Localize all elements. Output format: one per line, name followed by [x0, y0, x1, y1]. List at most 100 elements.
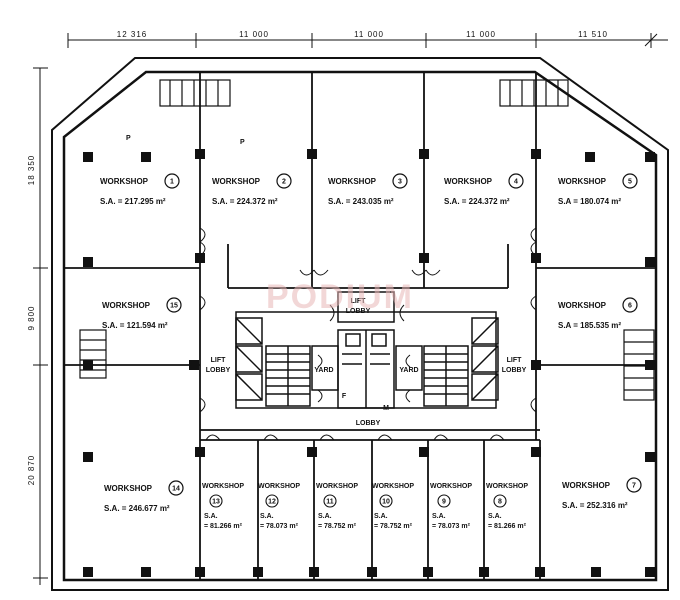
workshop-name: WORKSHOP	[316, 483, 358, 490]
workshop-number-circle	[168, 480, 184, 496]
column	[195, 253, 205, 263]
column	[531, 149, 541, 159]
workshop-number: 14	[172, 486, 180, 493]
column	[591, 567, 601, 577]
workshop-number: 3	[398, 179, 402, 186]
parking-mark-2: P	[240, 139, 245, 146]
workshop-number-circle	[323, 494, 337, 508]
workshop-8: WORKSHOP 8S.A. = 81.266 m²	[486, 483, 528, 530]
outer-walls	[51, 57, 669, 591]
column	[307, 149, 317, 159]
workshop-name: WORKSHOP	[100, 177, 149, 186]
workshop-area: = 78.073 m²	[432, 523, 471, 530]
workshop-number: 8	[498, 499, 502, 506]
dimension-top-1: 12 316	[117, 30, 147, 39]
workshop-number-circle	[622, 297, 638, 313]
workshop-number-circle	[265, 494, 279, 508]
workshop-name: WORKSHOP	[258, 483, 300, 490]
workshop-number: 15	[170, 303, 178, 310]
column	[189, 360, 199, 370]
column	[141, 567, 151, 577]
workshop-name: WORKSHOP	[212, 177, 261, 186]
workshop-name: WORKSHOP	[558, 301, 607, 310]
column	[645, 452, 655, 462]
column	[83, 152, 93, 162]
workshop-number-circle	[493, 494, 507, 508]
dimension-top-5: 11 510	[578, 30, 608, 39]
workshop-number-circle	[392, 173, 408, 189]
workshop-15: WORKSHOP 15S.A. = 121.594 m²	[102, 297, 182, 330]
column	[419, 447, 429, 457]
workshop-name: WORKSHOP	[486, 483, 528, 490]
workshop-number-circle	[508, 173, 524, 189]
workshop-area: = 78.073 m²	[260, 523, 299, 530]
workshop-number: 2	[282, 179, 286, 186]
column	[83, 452, 93, 462]
workshop-2: WORKSHOP 2S.A. = 224.372 m²	[212, 173, 292, 206]
dimension-lines	[33, 33, 668, 585]
workshop-area: S.A. = 224.372 m²	[444, 197, 510, 206]
workshop-area: = 81.266 m²	[204, 523, 243, 530]
workshop-number-circle	[626, 477, 642, 493]
workshop-area-label: S.A.	[374, 513, 388, 520]
dimension-top-2: 11 000	[239, 30, 269, 39]
column	[645, 152, 655, 162]
lift-lobby-top-label-1: LIFT	[351, 298, 366, 305]
dimension-left-3: 20 870	[27, 455, 36, 485]
workshop-number: 4	[514, 179, 518, 186]
workshop-number-circle	[437, 494, 451, 508]
column	[419, 149, 429, 159]
column	[83, 567, 93, 577]
workshop-name: WORKSHOP	[328, 177, 377, 186]
workshop-number-circle	[164, 173, 180, 189]
workshop-area: S.A. = 243.035 m²	[328, 197, 394, 206]
workshop-number: 6	[628, 303, 632, 310]
lift-lobby-left-label-1: LIFT	[211, 357, 226, 364]
lift-lobby-top-label-2: LOBBY	[346, 308, 371, 315]
column	[645, 257, 655, 267]
column	[535, 567, 545, 577]
column	[419, 253, 429, 263]
toilet-female-label: F	[342, 393, 347, 400]
workshop-number: 10	[382, 499, 390, 506]
column	[307, 447, 317, 457]
workshop-number-circle	[276, 173, 292, 189]
column	[83, 360, 93, 370]
column	[531, 360, 541, 370]
workshop-3: WORKSHOP 3S.A. = 243.035 m²	[328, 173, 408, 206]
workshop-name: WORKSHOP	[372, 483, 414, 490]
workshop-area: = 81.266 m²	[488, 523, 527, 530]
lobby-label: LOBBY	[356, 420, 381, 427]
workshop-area: = 78.752 m²	[318, 523, 357, 530]
workshop-area: S.A. = 252.316 m²	[562, 501, 628, 510]
workshop-name: WORKSHOP	[102, 301, 151, 310]
workshop-name: WORKSHOP	[430, 483, 472, 490]
workshop-area: S.A. = 246.677 m²	[104, 504, 170, 513]
yard-right-label: YARD	[399, 367, 418, 374]
dimension-left-1: 18 350	[27, 155, 36, 185]
workshop-number-circle	[209, 494, 223, 508]
partition-walls	[64, 72, 656, 580]
column	[195, 567, 205, 577]
workshop-area-label: S.A.	[488, 513, 502, 520]
column	[83, 257, 93, 267]
column	[645, 360, 655, 370]
workshop-area: S.A. = 224.372 m²	[212, 197, 278, 206]
column	[141, 152, 151, 162]
workshop-number: 5	[628, 179, 632, 186]
dimension-top-4: 11 000	[466, 30, 496, 39]
workshop-number-circle	[166, 297, 182, 313]
workshop-area: S.A. = 217.295 m²	[100, 197, 166, 206]
parking-mark-1: P	[126, 135, 131, 142]
yard-left-label: YARD	[314, 367, 333, 374]
workshop-area: S.A. = 121.594 m²	[102, 321, 168, 330]
